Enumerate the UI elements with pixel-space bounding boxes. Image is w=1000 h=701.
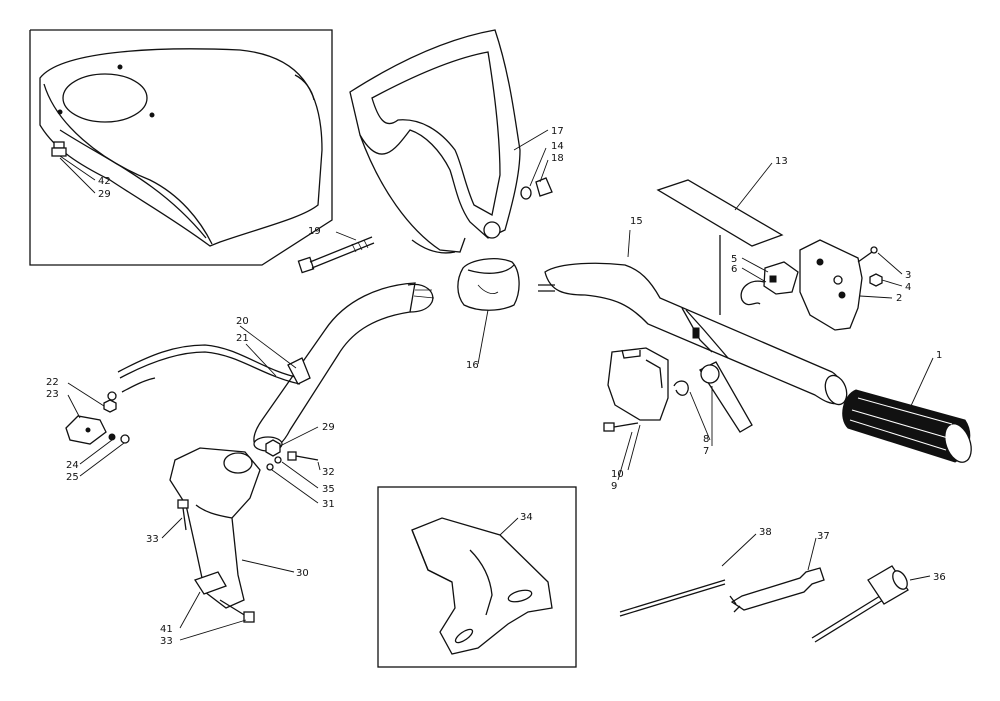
callout-32: 32 [322,467,335,478]
callout-22: 22 [46,377,59,388]
screw-42 [51,141,67,157]
callout-35: 35 [322,484,335,495]
switch-5-6 [719,235,799,315]
callout-14: 14 [551,141,564,152]
callout-41: 41 [160,624,173,635]
callout-42: 42 [98,176,111,187]
nut-29 [265,439,281,457]
screw-25 [120,434,130,444]
callout-5: 5 [731,254,737,265]
callout-24: 24 [66,460,79,471]
callout-18: 18 [551,153,564,164]
callout-37: 37 [817,531,830,542]
screw-10 [603,422,639,432]
screw-32 [287,451,319,461]
switch-housing-2 [799,239,863,331]
callout-16: 16 [466,360,479,371]
washers-31-35 [266,456,282,471]
callout-9: 9 [611,481,617,492]
callout-33-upper: 33 [146,534,159,545]
callout-31: 31 [322,499,335,510]
handle-loop [349,29,521,254]
bolt-19 [297,236,375,274]
callout-36: 36 [933,572,946,583]
callout-23: 23 [46,389,59,400]
decal-13 [656,179,784,247]
nut-22 [103,399,117,413]
callout-30: 30 [296,568,309,579]
callout-3: 3 [905,270,911,281]
callout-33-lower: 33 [160,636,173,647]
control-wires [681,307,729,359]
callout-15: 15 [630,216,643,227]
throttle-cable [107,344,311,401]
callout-25: 25 [66,472,79,483]
washer-24 [108,433,116,441]
rod-38 [619,579,726,617]
callout-13: 13 [775,156,788,167]
shield-inset: 42 29 [29,29,333,266]
screw-3 [857,246,878,263]
spark-wrench-36 [811,565,909,643]
callout-19: 19 [308,226,321,237]
clamp-bracket-30 [169,447,261,609]
coupler-16 [457,258,520,311]
callout-7: 7 [703,446,709,457]
callout-34: 34 [520,512,533,523]
grip-1 [842,389,972,463]
trigger-7-8 [673,361,753,433]
callout-17: 17 [551,126,564,137]
bracket-14-18 [520,177,553,200]
callout-10: 10 [611,469,624,480]
callout-6: 6 [731,264,737,275]
callout-38: 38 [759,527,772,538]
callout-29: 29 [322,422,335,433]
bolt-33-lower [219,599,255,623]
shield-part [39,48,323,247]
callout-4: 4 [905,282,911,293]
nut-4 [869,273,883,287]
guard-bracket-inset [377,486,577,668]
wrench-37 [729,567,825,613]
callout-1: 1 [936,350,942,361]
left-handle-tube [253,282,435,452]
callout-21: 21 [236,333,249,344]
plate-41 [194,571,227,595]
callout-2: 2 [896,293,902,304]
bolt-33-upper [177,499,189,531]
bracket-23 [65,415,107,445]
callout-29-inset: 29 [98,189,111,200]
callout-8: 8 [703,434,709,445]
throttle-housing [607,347,669,421]
callout-20: 20 [236,316,249,327]
